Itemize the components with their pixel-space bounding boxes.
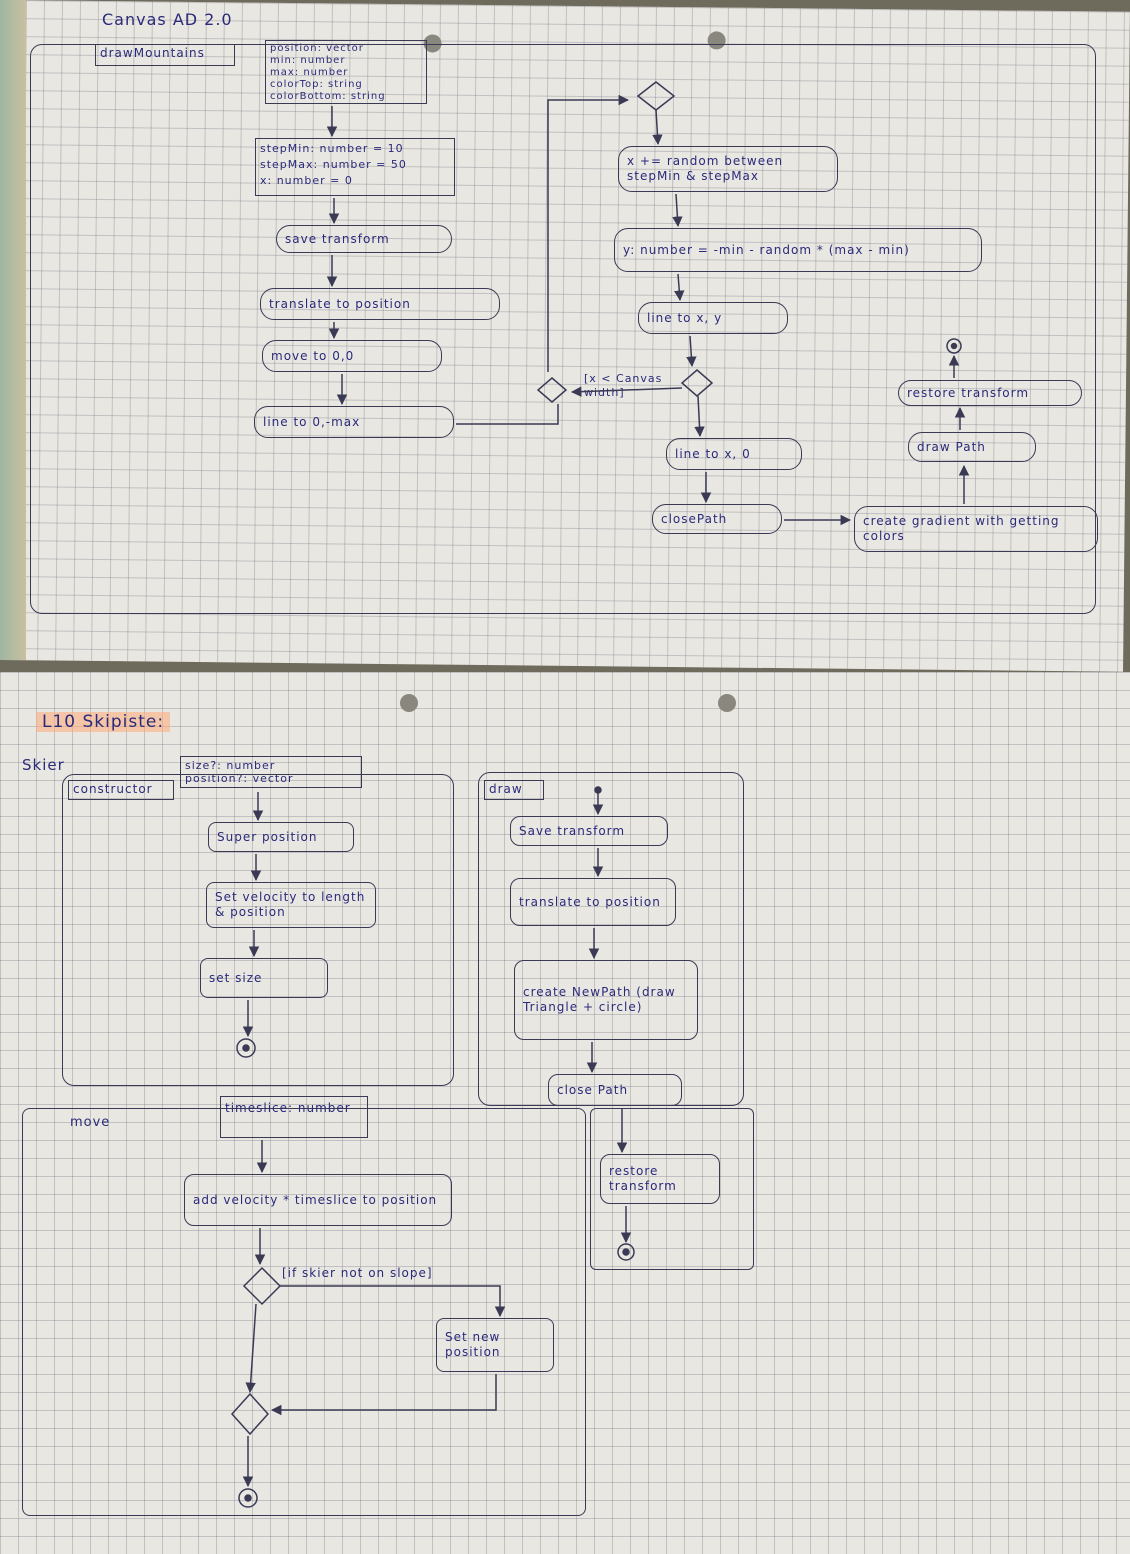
action-save-transform: save transform [276,225,452,253]
action-translate-draw: translate to position [510,878,676,926]
action-create-gradient: create gradient with getting colors [854,506,1098,552]
guard-not-on-slope: [if skier not on slope] [282,1266,433,1280]
action-restore-transform: restore transform [898,380,1082,406]
action-set-new-position: Set new position [436,1318,554,1372]
punch-hole [718,694,736,712]
action-close-path-draw: close Path [548,1074,682,1106]
param-item: position: vector [270,43,364,54]
action-set-velocity: Set velocity to length & position [206,882,376,928]
action-y-calc: y: number = -min - random * (max - min) [614,228,982,272]
action-line-to-xy: line to x, y [638,302,788,334]
constructor-frame [62,774,454,1086]
draw-label: draw [484,780,544,800]
action-set-size: set size [200,958,328,998]
background-map-edge [0,0,26,660]
param-item: colorBottom: string [270,91,386,102]
action-line-to-max: line to 0,-max [254,406,454,438]
move-frame [22,1108,586,1516]
action-translate: translate to position [260,288,500,320]
action-add-velocity: add velocity * timeslice to position [184,1174,452,1226]
action-restore-transform-draw: restore transform [600,1154,720,1204]
action-create-newpath: create NewPath (draw Triangle + circle) [514,960,698,1040]
action-move-to: move to 0,0 [262,340,442,372]
action-x-increment: x += random between stepMin & stepMax [618,146,838,192]
drawmountains-frame [30,44,1096,614]
action-draw-path: draw Path [908,432,1036,462]
action-save-transform-draw: Save transform [510,816,668,846]
top-title: Canvas AD 2.0 [102,10,233,29]
move-param-box: timeslice: number [220,1096,368,1138]
var-item: stepMax: number = 50 [260,158,407,171]
param-item: max: number [270,67,349,78]
draw-frame-continuation [590,1108,754,1270]
action-super-position: Super position [208,822,354,852]
class-label-skier: Skier [22,756,65,774]
bottom-title: L10 Skipiste: [36,712,171,732]
params-box: position: vector min: number max: number… [265,40,427,104]
var-item: stepMin: number = 10 [260,142,404,155]
param-item: min: number [270,55,346,66]
field-item: size?: number [185,759,276,772]
action-close-path: closePath [652,504,782,534]
move-label: move [70,1115,111,1130]
param-item: colorTop: string [270,79,363,90]
skier-fields-box: size?: number position?: vector [180,756,362,788]
punch-hole [400,694,418,712]
guard-canvas-width: [x < Canvas width] [584,372,663,399]
frame-label: drawMountains [95,44,235,66]
field-item: position?: vector [185,772,294,785]
var-item: x: number = 0 [260,174,353,187]
bottom-sheet [0,672,1130,1554]
constructor-label: constructor [68,780,174,800]
action-line-to-x0: line to x, 0 [666,438,802,470]
vars-box: stepMin: number = 10 stepMax: number = 5… [255,138,455,196]
